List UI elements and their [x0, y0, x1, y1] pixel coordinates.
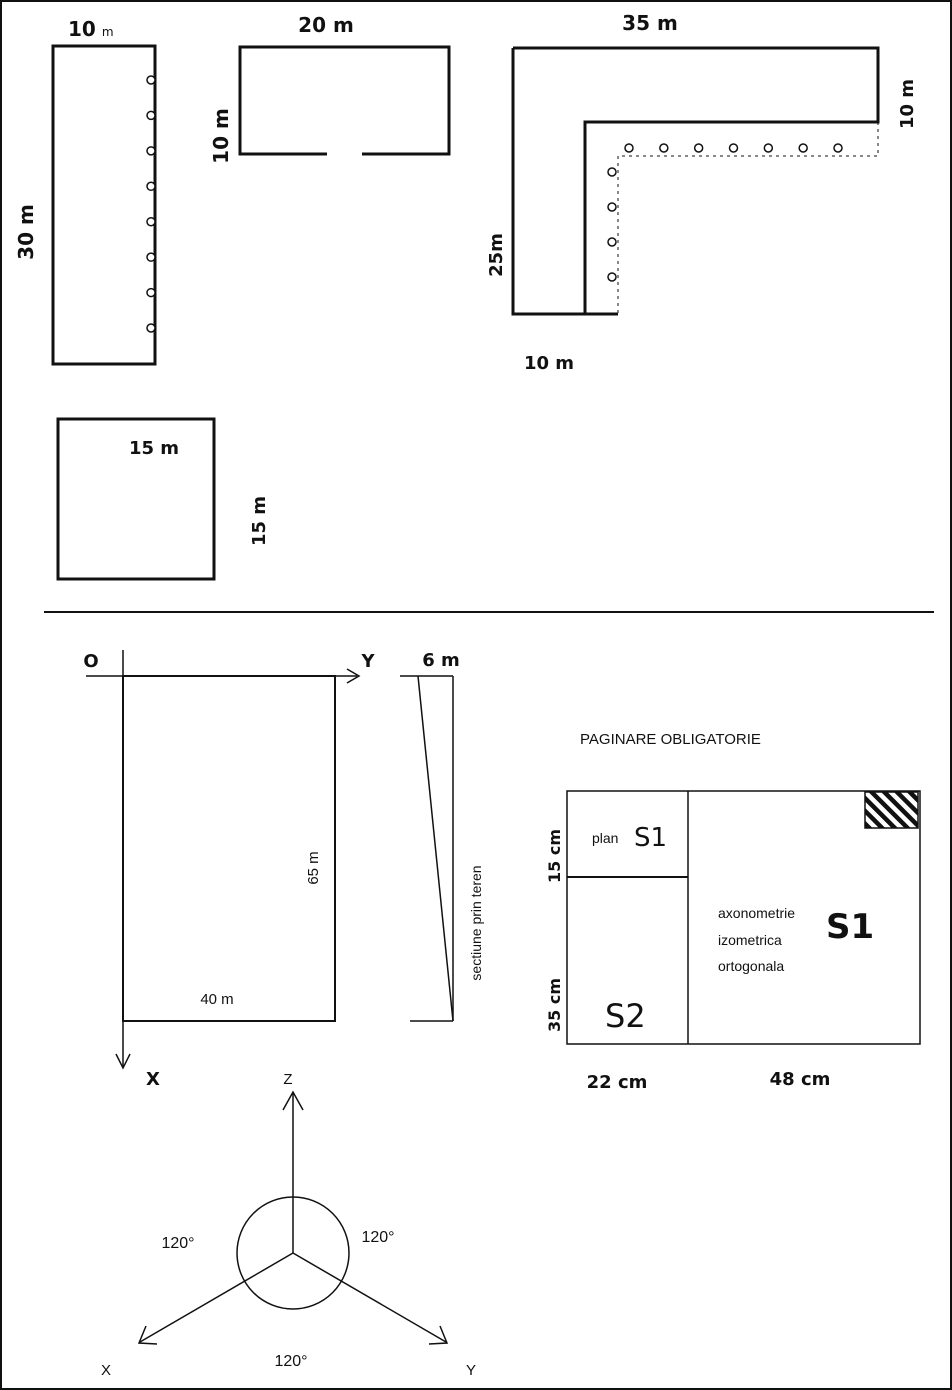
rect-20x10-height-label: 10 m: [209, 108, 233, 164]
l-shape-plan: 35 m 10 m 25m 10 m: [486, 11, 918, 374]
x-iso-axis-line: [139, 1252, 294, 1343]
layout-title: PAGINARE OBLIGATORIE: [580, 731, 761, 748]
square-outline: [56, 417, 216, 581]
column-marker: [693, 143, 704, 153]
y-iso-axis-line: [292, 1252, 447, 1343]
column-marker: [607, 167, 617, 177]
section-sheet-label: S2: [605, 997, 646, 1035]
origin-label: O: [83, 651, 98, 672]
column-marker: [146, 287, 156, 298]
l-shape-gallery-line: [617, 122, 879, 314]
rect-10x30-outline: [51, 44, 157, 366]
column-row-vertical-l: [607, 167, 617, 282]
x-axis-label: X: [146, 1069, 160, 1090]
square-15x15-plan: 15 m 15 m: [56, 417, 270, 581]
x-axis-arrow: [115, 1053, 131, 1070]
column-marker: [146, 181, 156, 192]
rect-20x10-outline: [238, 45, 451, 156]
column-marker: [728, 143, 739, 153]
column-marker: [798, 143, 808, 153]
column-marker: [146, 216, 156, 227]
column-marker: [146, 323, 156, 333]
angle-bottom-label: 120°: [274, 1353, 307, 1370]
section-caption: sectiune prin teren: [468, 865, 484, 980]
title-block-hatch: [864, 791, 919, 829]
l-shape-right-label: 10 m: [897, 79, 918, 129]
column-marker: [659, 143, 669, 153]
plan-sheet-label: S1: [634, 823, 667, 853]
column-marker: [146, 146, 156, 156]
y-iso-label: Y: [466, 1362, 476, 1379]
y-iso-axis-arrow: [428, 1325, 449, 1345]
column-marker: [763, 143, 774, 153]
column-marker: [146, 75, 156, 85]
axo-sheet-label: S1: [826, 907, 874, 947]
l-shape-outline: [511, 46, 880, 316]
column-marker: [607, 237, 617, 247]
rect-20x10-width-label: 20 m: [298, 13, 354, 37]
column-row-vertical: [146, 75, 156, 333]
bottom-height-label: 35 cm: [545, 978, 564, 1032]
square-side-label: 15 m: [249, 496, 270, 546]
l-shape-top-label: 35 m: [622, 11, 678, 35]
x-iso-axis-arrow: [137, 1325, 158, 1345]
l-shape-left-label: 25m: [486, 233, 507, 277]
site-width-label: 40 m: [200, 991, 233, 1008]
sheet-layout-scheme: PAGINARE OBLIGATORIE plan S1 axonometrie…: [545, 731, 921, 1093]
column-marker: [607, 202, 617, 212]
site-plan: O Y X 65 m 40 m: [83, 650, 375, 1090]
site-boundary: [122, 675, 336, 1022]
plan-label: plan: [592, 830, 618, 846]
l-shape-bottom-label: 10 m: [524, 353, 574, 374]
axo-line-2: izometrica: [718, 932, 782, 948]
square-inner-label: 15 m: [129, 438, 179, 459]
y-axis-arrow: [346, 668, 361, 684]
top-height-label: 15 cm: [545, 829, 564, 883]
layout-frame: [566, 790, 921, 1045]
angle-right-label: 120°: [361, 1229, 394, 1246]
terrain-section: 6 m sectiune prin teren: [400, 650, 484, 1022]
axo-line-1: axonometrie: [718, 905, 795, 921]
angle-left-label: 120°: [161, 1235, 194, 1252]
rect-10x30-height-label: 30 m: [14, 204, 38, 260]
column-marker: [833, 143, 843, 153]
y-axis-label: Y: [360, 651, 375, 672]
column-marker: [146, 110, 156, 121]
column-marker: [607, 272, 617, 282]
site-length-label: 65 m: [305, 851, 322, 884]
terrain-slope-line: [417, 675, 454, 1022]
left-width-label: 22 cm: [587, 1072, 648, 1093]
x-iso-label: X: [101, 1362, 111, 1379]
axo-line-3: ortogonala: [718, 958, 784, 974]
rect-20x10-plan: 20 m 10 m: [209, 13, 451, 164]
column-marker: [146, 252, 156, 262]
column-marker: [624, 143, 634, 153]
z-axis-arrow: [282, 1090, 304, 1111]
isometric-axes: Z X Y 120° 120° 120°: [101, 1071, 476, 1379]
column-row-horizontal: [624, 143, 843, 153]
section-top-label: 6 m: [422, 650, 460, 671]
z-iso-label: Z: [283, 1071, 292, 1088]
right-width-label: 48 cm: [770, 1069, 831, 1090]
